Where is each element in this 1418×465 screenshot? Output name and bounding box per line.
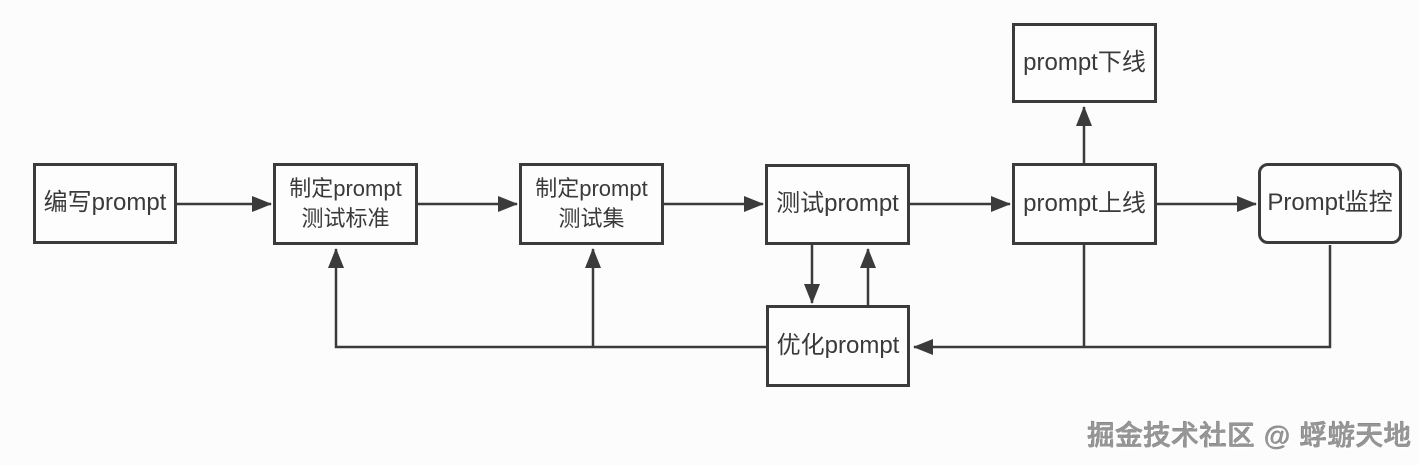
edge-optimize-to-standard (328, 248, 766, 349)
watermark: 掘金技术社区 @ 蜉蝣天地 (1087, 421, 1412, 451)
edge-monitor-to-optimize (913, 245, 1332, 355)
node-prompt-online: prompt上线 (1012, 163, 1157, 245)
node-optimize-prompt: 优化prompt (766, 305, 910, 387)
node-prompt-monitor: Prompt监控 (1258, 163, 1402, 244)
node-define-test-set: 制定prompt 测试集 (519, 163, 664, 245)
node-define-test-standard: 制定prompt 测试标准 (273, 163, 418, 245)
node-write-prompt: 编写prompt (33, 163, 177, 244)
node-prompt-offline: prompt下线 (1012, 23, 1157, 103)
node-test-prompt: 测试prompt (765, 164, 910, 245)
